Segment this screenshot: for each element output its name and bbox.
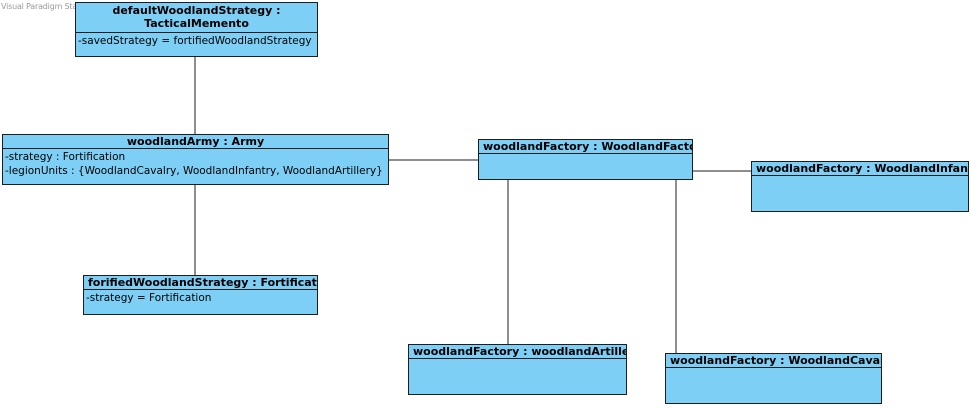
object-title: woodlandArmy : Army	[3, 135, 388, 149]
object-fortified-woodland-strategy[interactable]: forifiedWoodlandStrategy : Fortification…	[83, 275, 318, 315]
object-title: woodlandFactory : WoodlandFactory	[479, 140, 692, 154]
object-title: woodlandFactory : WoodlandInfantry	[752, 162, 968, 176]
object-attribute: -savedStrategy = fortifiedWoodlandStrate…	[78, 35, 312, 47]
object-woodland-factory[interactable]: woodlandFactory : WoodlandFactory	[478, 139, 693, 180]
object-attribute: -legionUnits : {WoodlandCavalry, Woodlan…	[5, 165, 383, 177]
object-title: woodlandFactory : WoodlandCavalry	[666, 354, 881, 368]
object-woodland-infantry[interactable]: woodlandFactory : WoodlandInfantry	[751, 161, 969, 212]
object-title: defaultWoodlandStrategy : TacticalMement…	[76, 3, 317, 33]
object-title: woodlandFactory : woodlandArtillery	[409, 345, 626, 359]
object-woodland-army[interactable]: woodlandArmy : Army -strategy : Fortific…	[2, 134, 389, 185]
object-attribute: -strategy = Fortification	[86, 292, 212, 304]
object-title: forifiedWoodlandStrategy : Fortification	[84, 276, 317, 290]
object-attribute: -strategy : Fortification	[5, 151, 126, 163]
object-woodland-cavalry[interactable]: woodlandFactory : WoodlandCavalry	[665, 353, 882, 404]
object-default-woodland-strategy[interactable]: defaultWoodlandStrategy : TacticalMement…	[75, 2, 318, 57]
object-woodland-artillery[interactable]: woodlandFactory : woodlandArtillery	[408, 344, 627, 395]
